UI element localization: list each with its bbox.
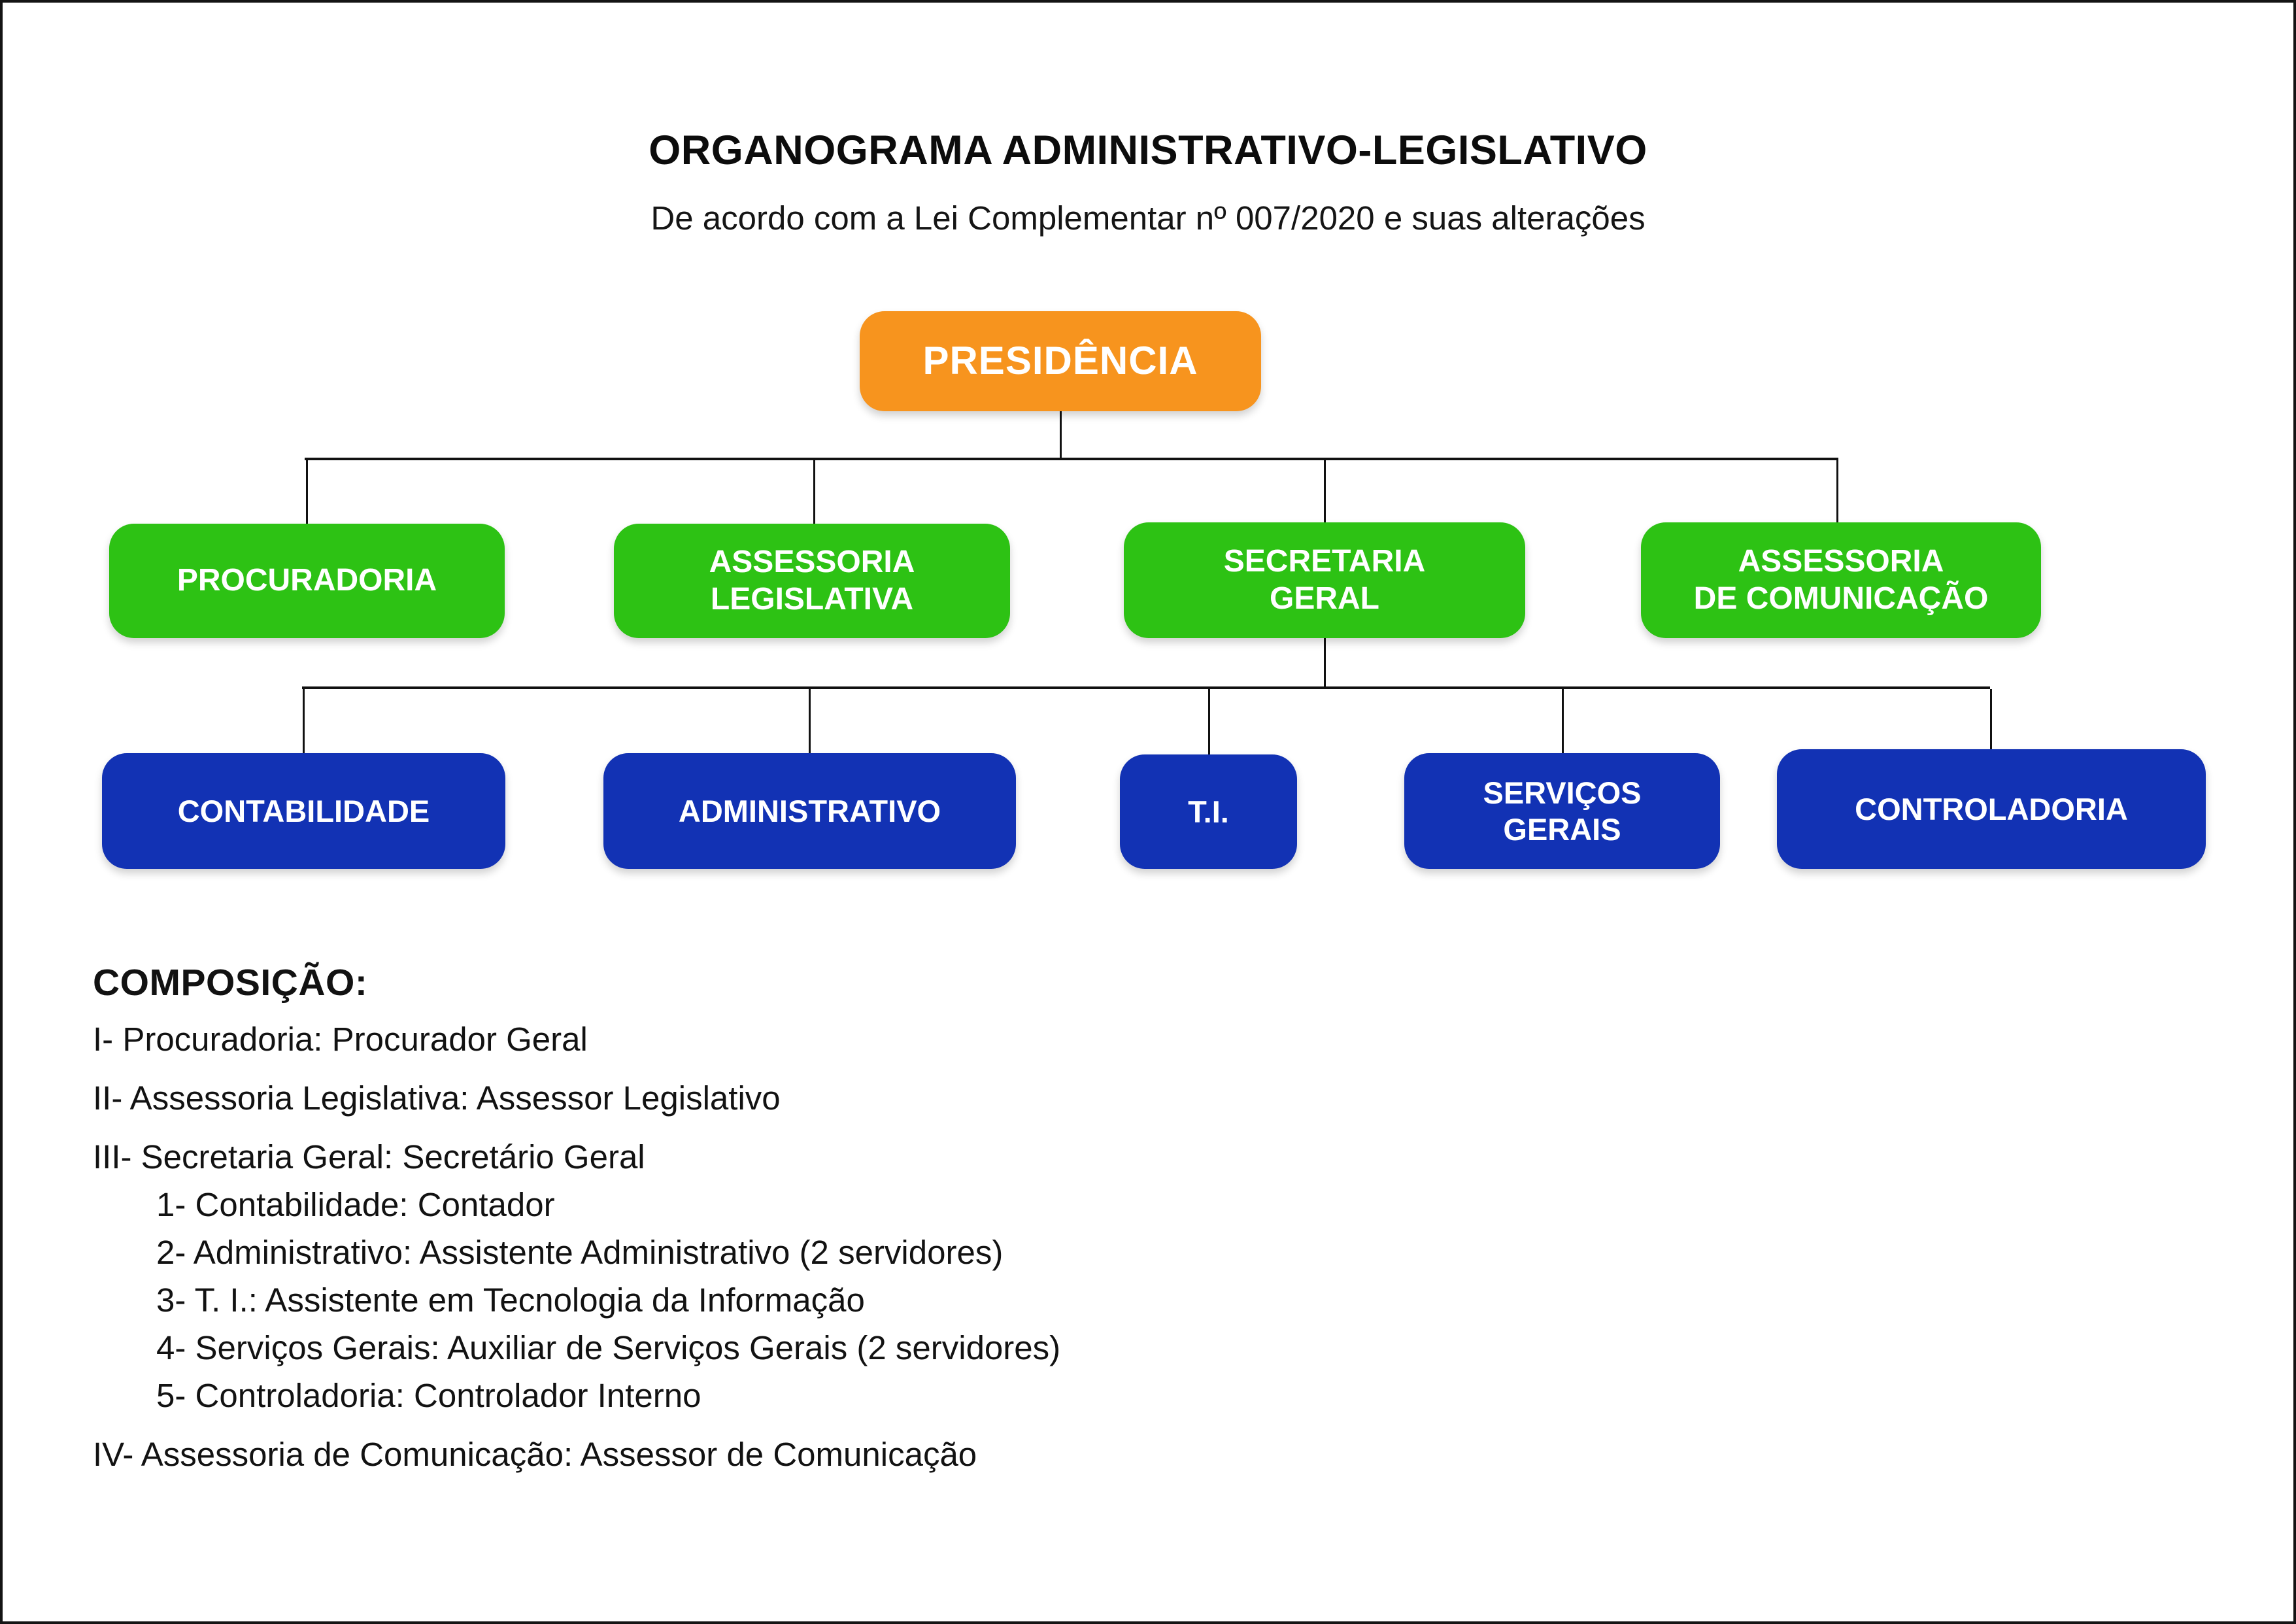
org-node-controladoria: CONTROLADORIA	[1777, 749, 2206, 869]
org-node-label: SERVIÇOS GERAIS	[1483, 775, 1642, 847]
connector-drop-controladoria	[1990, 689, 1992, 749]
org-node-administrativo: ADMINISTRATIVO	[603, 753, 1016, 869]
org-node-label: CONTROLADORIA	[1855, 791, 2128, 826]
composition-item: III- Secretaria Geral: Secretário Geral	[93, 1138, 645, 1176]
composition-item: 5- Controladoria: Controlador Interno	[156, 1377, 701, 1414]
connector-drop-contabilidade	[303, 689, 305, 753]
composition-heading: COMPOSIÇÃO:	[93, 962, 368, 1004]
connector-drop-procuradoria	[306, 460, 308, 524]
composition-item: 4- Serviços Gerais: Auxiliar de Serviços…	[156, 1329, 1061, 1366]
org-node-label: T.I.	[1188, 794, 1229, 829]
org-node-label: PRESIDÊNCIA	[922, 339, 1198, 383]
composition-item: IV- Assessoria de Comunicação: Assessor …	[93, 1436, 977, 1473]
org-node-assessoria-comunicacao: ASSESSORIA DE COMUNICAÇÃO	[1641, 522, 2041, 638]
composition-item: 3- T. I.: Assistente em Tecnologia da In…	[156, 1281, 865, 1319]
composition-section: COMPOSIÇÃO: I- Procuradoria: Procurador …	[93, 961, 1060, 1478]
org-node-secretaria-geral: SECRETARIA GERAL	[1124, 522, 1525, 638]
connector-drop-administrativo	[809, 689, 811, 753]
composition-item: II- Assessoria Legislativa: Assessor Leg…	[93, 1079, 781, 1117]
org-node-ti: T.I.	[1120, 754, 1297, 869]
org-node-label: SECRETARIA GERAL	[1223, 543, 1426, 616]
page-title: ORGANOGRAMA ADMINISTRATIVO-LEGISLATIVO	[649, 127, 1647, 173]
composition-item: 1- Contabilidade: Contador	[156, 1186, 555, 1223]
org-node-contabilidade: CONTABILIDADE	[102, 753, 505, 869]
org-node-assessoria-legislativa: ASSESSORIA LEGISLATIVA	[614, 524, 1010, 638]
composition-item: I- Procuradoria: Procurador Geral	[93, 1021, 588, 1058]
org-node-label: ASSESSORIA DE COMUNICAÇÃO	[1693, 543, 1989, 616]
org-node-procuradoria: PROCURADORIA	[109, 524, 505, 638]
org-node-label: CONTABILIDADE	[177, 793, 430, 828]
org-node-label: PROCURADORIA	[177, 563, 437, 598]
connector-drop-ti	[1208, 689, 1210, 754]
connector-drop-secretaria-geral	[1324, 460, 1326, 524]
connector-drop-servicos-gerais	[1562, 689, 1564, 753]
org-node-servicos-gerais: SERVIÇOS GERAIS	[1404, 753, 1720, 869]
org-node-label: ADMINISTRATIVO	[678, 793, 941, 828]
org-node-label: ASSESSORIA LEGISLATIVA	[709, 544, 915, 617]
connector-level3-horizontal	[302, 686, 1990, 689]
page-subtitle: De acordo com a Lei Complementar nº 007/…	[650, 199, 1646, 237]
connector-level2-horizontal	[305, 458, 1838, 460]
connector-drop-assessoria-comunicacao	[1836, 460, 1838, 524]
composition-item: 2- Administrativo: Assistente Administra…	[156, 1234, 1004, 1271]
connector-presidencia-drop	[1060, 411, 1062, 460]
org-node-presidencia: PRESIDÊNCIA	[860, 311, 1261, 411]
connector-drop-assessoria-legislativa	[813, 460, 815, 524]
connector-secretaria-geral-drop	[1324, 638, 1326, 688]
